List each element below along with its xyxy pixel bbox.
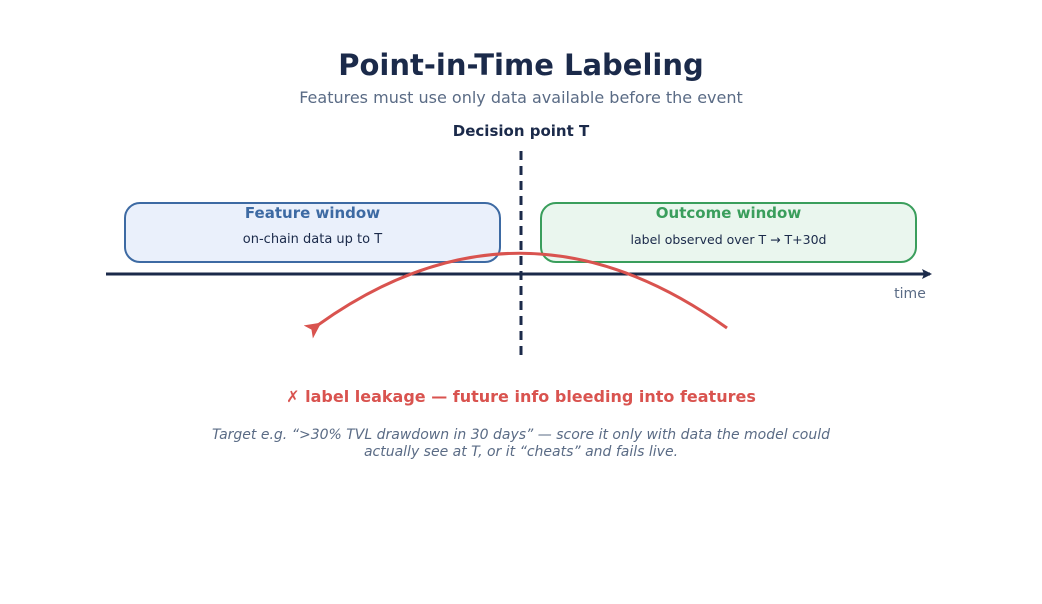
leakage-arrow [303, 251, 728, 339]
decision-point-label: Decision point T [452, 122, 590, 140]
page-subtitle: Features must use only data available be… [299, 88, 743, 107]
footnote-line-2: actually see at T, or it “cheats” and fa… [363, 444, 679, 460]
outcome-window-title: Outcome window [655, 204, 802, 222]
footnote: Target e.g. “>30% TVL drawdown in 30 day… [171, 427, 871, 461]
page-title: Point-in-Time Labeling [338, 48, 704, 82]
footnote-line-1: Target e.g. “>30% TVL drawdown in 30 day… [212, 427, 830, 443]
outcome-window-subtitle: label observed over T → T+30d [630, 232, 827, 247]
feature-window-box: Feature window on-chain data up to T [124, 202, 501, 263]
outcome-window-box: Outcome window label observed over T → T… [540, 202, 917, 263]
feature-window-title: Feature window [244, 204, 381, 222]
leakage-label: ✗ label leakage — future info bleeding i… [286, 387, 756, 406]
time-axis-label: time [894, 286, 926, 302]
feature-window-subtitle: on-chain data up to T [242, 232, 383, 247]
